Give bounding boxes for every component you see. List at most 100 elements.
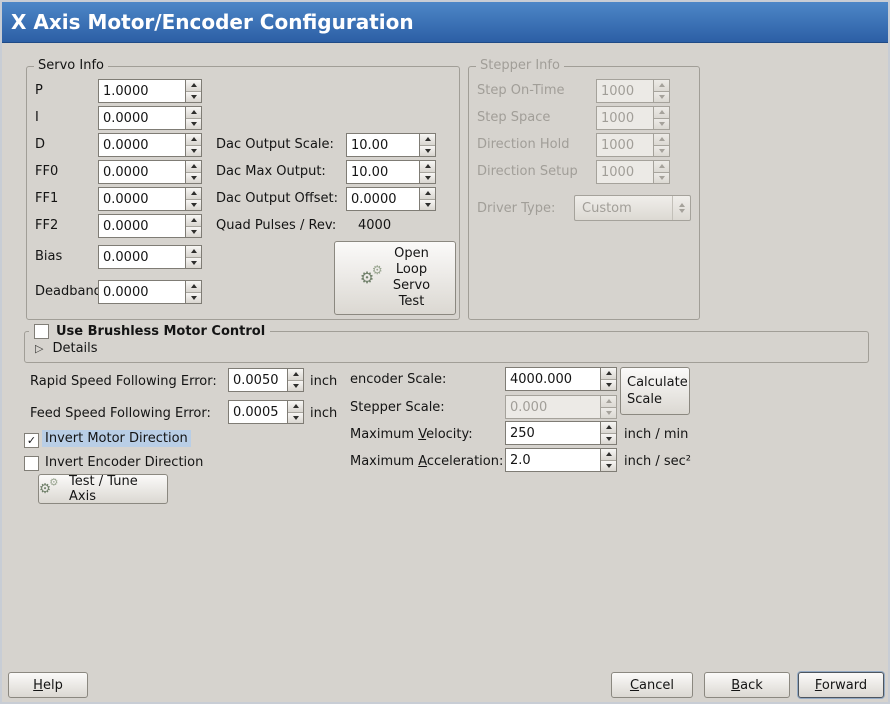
dac-output-scale-spin[interactable]: 10.00 — [346, 133, 436, 157]
deadband-value[interactable]: 0.0000 — [99, 281, 185, 303]
encoder-scale-value[interactable]: 4000.000 — [506, 368, 600, 390]
calculate-scale-button[interactable]: Calculate Scale — [620, 367, 690, 415]
max-acceleration-value[interactable]: 2.0 — [506, 449, 600, 471]
spin-down-button[interactable] — [186, 91, 201, 102]
details-expander[interactable]: ▷ Details — [35, 341, 98, 356]
spin-down-button[interactable] — [420, 172, 435, 183]
stepper-scale-label: Stepper Scale: — [350, 400, 445, 415]
arrow-up-icon — [658, 110, 665, 115]
dac-output-scale-value[interactable]: 10.00 — [347, 134, 419, 156]
arrow-up-icon — [292, 404, 299, 409]
spin-down-button[interactable] — [186, 199, 201, 210]
spin-down-button[interactable] — [420, 145, 435, 156]
spin-down-button[interactable] — [601, 460, 616, 471]
spin-up-button[interactable] — [186, 161, 201, 173]
arrow-up-icon — [658, 137, 665, 142]
spin-up-button[interactable] — [420, 161, 435, 173]
ff0-value[interactable]: 0.0000 — [99, 161, 185, 183]
spin-down-button[interactable] — [186, 292, 201, 303]
deadband-spin[interactable]: 0.0000 — [98, 280, 202, 304]
ff1-value[interactable]: 0.0000 — [99, 188, 185, 210]
spin-down-button[interactable] — [186, 226, 201, 237]
spin-down-button[interactable] — [601, 433, 616, 444]
help-button-label: Help — [33, 677, 63, 693]
spin-up-button[interactable] — [601, 422, 616, 434]
brushless-checkbox-label[interactable]: Use Brushless Motor Control — [56, 323, 266, 339]
gear-icon: ⚙ — [359, 268, 375, 287]
spin-down-button[interactable] — [186, 118, 201, 129]
invert-encoder-direction-checkbox[interactable] — [24, 456, 39, 471]
ff0-spin[interactable]: 0.0000 — [98, 160, 202, 184]
spin-down-button[interactable] — [186, 145, 201, 156]
spin-up-button[interactable] — [601, 449, 616, 461]
ff1-spin[interactable]: 0.0000 — [98, 187, 202, 211]
bias-value[interactable]: 0.0000 — [99, 246, 185, 268]
spin-up-button[interactable] — [186, 215, 201, 227]
p-gain-spin[interactable]: 1.0000 — [98, 79, 202, 103]
spin-down-button[interactable] — [288, 380, 303, 391]
direction-hold-value: 1000 — [597, 134, 653, 156]
spin-up-button[interactable] — [186, 281, 201, 293]
details-label: Details — [52, 341, 98, 356]
p-gain-value[interactable]: 1.0000 — [99, 80, 185, 102]
dac-output-offset-spin[interactable]: 0.0000 — [346, 187, 436, 211]
spin-down-button[interactable] — [186, 257, 201, 268]
back-button[interactable]: Back — [704, 672, 790, 698]
feed-following-error-spin[interactable]: 0.0005 — [228, 400, 304, 424]
arrow-up-icon — [424, 191, 431, 196]
quad-pulses-value: 4000 — [358, 218, 392, 233]
spin-down-button[interactable] — [186, 172, 201, 183]
test-tune-axis-button[interactable]: ⚙ ⚙ Test / Tune Axis — [38, 474, 168, 504]
spin-steppers — [185, 107, 201, 129]
spin-up-button[interactable] — [186, 107, 201, 119]
arrow-up-icon — [292, 372, 299, 377]
encoder-scale-label: encoder Scale: — [350, 372, 447, 387]
spin-down-button[interactable] — [601, 379, 616, 390]
feed-following-error-value[interactable]: 0.0005 — [229, 401, 287, 423]
spin-down-button — [654, 91, 669, 102]
i-gain-spin[interactable]: 0.0000 — [98, 106, 202, 130]
rapid-following-error-spin[interactable]: 0.0050 — [228, 368, 304, 392]
gear-icon: ⚙ — [39, 480, 52, 497]
direction-hold-spin: 1000 — [596, 133, 670, 157]
max-velocity-value[interactable]: 250 — [506, 422, 600, 444]
ff2-label: FF2 — [35, 218, 59, 233]
spin-up-button[interactable] — [601, 368, 616, 380]
max-velocity-spin[interactable]: 250 — [505, 421, 617, 445]
max-acceleration-spin[interactable]: 2.0 — [505, 448, 617, 472]
spin-up-button[interactable] — [186, 80, 201, 92]
d-gain-spin[interactable]: 0.0000 — [98, 133, 202, 157]
spin-up-button[interactable] — [288, 401, 303, 413]
gears-icon: ⚙ ⚙ — [359, 264, 387, 290]
spin-down-button[interactable] — [420, 199, 435, 210]
invert-motor-direction-label[interactable]: Invert Motor Direction — [42, 430, 191, 447]
spin-up-button[interactable] — [186, 134, 201, 146]
brushless-checkbox[interactable] — [34, 323, 49, 339]
spin-steppers — [419, 134, 435, 156]
open-loop-servo-test-button[interactable]: ⚙ ⚙ Open Loop Servo Test — [334, 241, 456, 315]
spin-up-button[interactable] — [420, 188, 435, 200]
spin-up-button[interactable] — [288, 369, 303, 381]
i-gain-value[interactable]: 0.0000 — [99, 107, 185, 129]
dac-max-output-value[interactable]: 10.00 — [347, 161, 419, 183]
help-button[interactable]: Help — [8, 672, 88, 698]
ff2-spin[interactable]: 0.0000 — [98, 214, 202, 238]
spin-up-button[interactable] — [186, 188, 201, 200]
ff2-value[interactable]: 0.0000 — [99, 215, 185, 237]
dac-output-offset-value[interactable]: 0.0000 — [347, 188, 419, 210]
cancel-button[interactable]: Cancel — [611, 672, 693, 698]
invert-motor-direction-checkbox[interactable]: ✓ — [24, 433, 39, 448]
spin-up-button[interactable] — [186, 246, 201, 258]
brushless-checkbox-row[interactable]: Use Brushless Motor Control — [29, 322, 271, 340]
forward-button[interactable]: Forward — [798, 672, 884, 698]
direction-setup-spin: 1000 — [596, 160, 670, 184]
spin-down-button[interactable] — [288, 412, 303, 423]
arrow-down-icon — [605, 382, 612, 387]
encoder-scale-spin[interactable]: 4000.000 — [505, 367, 617, 391]
rapid-following-error-value[interactable]: 0.0050 — [229, 369, 287, 391]
dac-max-output-spin[interactable]: 10.00 — [346, 160, 436, 184]
spin-up-button[interactable] — [420, 134, 435, 146]
invert-encoder-direction-label[interactable]: Invert Encoder Direction — [45, 455, 204, 470]
bias-spin[interactable]: 0.0000 — [98, 245, 202, 269]
d-gain-value[interactable]: 0.0000 — [99, 134, 185, 156]
